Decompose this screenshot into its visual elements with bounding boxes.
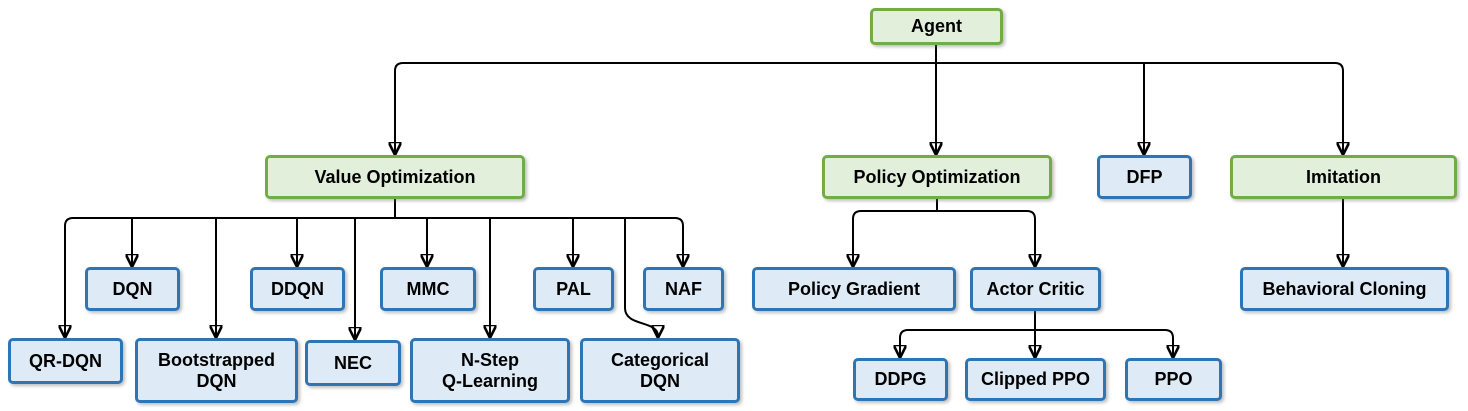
edge-value-optimization-categorical-dqn [624,218,658,336]
edge-agent-imitation [1334,62,1343,153]
node-naf: NAF [643,267,724,311]
node-bootstrapped-dqn: Bootstrapped DQN [135,338,298,403]
node-n-step-q-learning-label: N-Step Q-Learning [441,349,538,391]
node-ddqn-label: DDQN [271,278,324,299]
node-policy-optimization-label: Policy Optimization [853,166,1021,187]
node-ddpg-label: DDPG [874,369,927,390]
node-qr-dqn-label: QR-DQN [29,350,102,371]
node-dfp: DFP [1097,155,1192,199]
edge-policy-optimization-policy-gradient [853,210,862,265]
node-categorical-dqn-label: Categorical DQN [610,349,710,391]
node-behavioral-cloning: Behavioral Cloning [1240,267,1449,311]
edge-agent-value-optimization [395,62,404,153]
node-bootstrapped-dqn-label: Bootstrapped DQN [158,349,275,391]
node-imitation-label: Imitation [1306,166,1381,187]
node-actor-critic: Actor Critic [970,267,1101,311]
node-pal: PAL [533,267,614,311]
node-imitation: Imitation [1230,155,1457,199]
node-mmc: MMC [380,267,476,311]
node-agent: Agent [870,8,1003,45]
node-dfp-label: DFP [1126,166,1163,187]
node-clipped-ppo-label: Clipped PPO [980,369,1090,390]
node-policy-gradient-label: Policy Gradient [787,278,921,299]
node-categorical-dqn: Categorical DQN [580,338,740,403]
node-nec-label: NEC [333,352,372,373]
edge-value-optimization-naf [674,217,683,265]
node-value-optimization-label: Value Optimization [314,166,476,187]
node-clipped-ppo: Clipped PPO [965,358,1106,401]
edge-actor-critic-ddpg [900,329,909,356]
node-naf-label: NAF [665,278,702,299]
node-policy-gradient: Policy Gradient [752,267,956,311]
node-actor-critic-label: Actor Critic [986,278,1085,299]
node-ddpg: DDPG [853,358,948,401]
node-qr-dqn: QR-DQN [8,338,123,384]
edge-value-optimization-qr-dqn [65,217,74,336]
node-nec: NEC [305,340,401,386]
node-dqn-label: DQN [112,278,153,299]
node-value-optimization: Value Optimization [265,155,525,199]
node-mmc-label: MMC [406,278,450,299]
node-agent-label: Agent [911,16,962,37]
node-ppo: PPO [1125,358,1222,401]
node-pal-label: PAL [556,278,591,299]
edge-actor-critic-ppo [1164,329,1173,356]
node-dqn: DQN [85,267,180,311]
node-policy-optimization: Policy Optimization [822,155,1052,199]
edge-policy-optimization-actor-critic [1026,210,1035,265]
node-ppo-label: PPO [1154,369,1193,390]
node-n-step-q-learning: N-Step Q-Learning [410,338,570,403]
node-behavioral-cloning-label: Behavioral Cloning [1262,278,1427,299]
node-ddqn: DDQN [250,267,345,311]
